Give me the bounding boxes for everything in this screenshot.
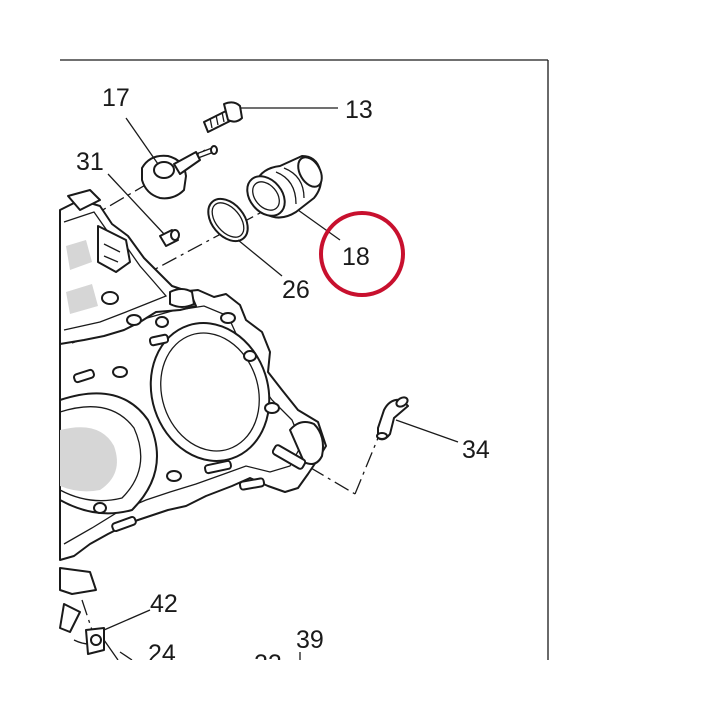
callout-42: 42 xyxy=(150,590,178,618)
leader-lines xyxy=(103,107,459,631)
intake-housing xyxy=(59,189,197,345)
callout-22: 22 xyxy=(254,650,282,678)
callout-22-clipped: 22 xyxy=(254,650,282,678)
part-26-o-ring xyxy=(207,197,249,243)
callout-18: 18 xyxy=(342,243,370,271)
callout-34: 34 xyxy=(462,436,490,464)
diagram-frame xyxy=(60,59,549,660)
part-31-pin xyxy=(159,229,180,247)
cylinder-head-gasket xyxy=(59,289,327,561)
callout-31: 31 xyxy=(76,148,104,176)
highlight-circle-18 xyxy=(319,211,405,297)
callout-26: 26 xyxy=(282,276,310,304)
lower-bracket xyxy=(59,567,301,661)
part-13-bolt xyxy=(203,101,243,133)
part-17-sensor xyxy=(141,145,218,200)
part-34-hose-elbow xyxy=(376,396,409,441)
callout-17: 17 xyxy=(102,84,130,112)
callout-39: 39 xyxy=(296,626,324,654)
bottom-mask xyxy=(0,660,720,720)
callout-13: 13 xyxy=(345,96,373,124)
part-18-fitting xyxy=(246,155,323,219)
